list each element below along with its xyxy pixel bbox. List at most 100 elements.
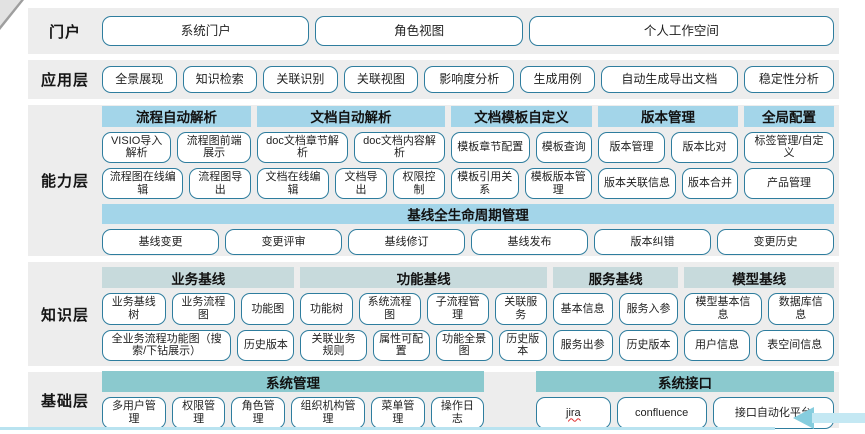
node-button[interactable]: 业务基线树 [102,293,166,325]
layer-label-foundation: 基础层 [40,392,89,410]
node-button[interactable]: 文档导出 [335,168,387,200]
node-button[interactable]: 历史版本 [618,329,679,361]
node-button[interactable]: 模板引用关系 [451,168,519,200]
layer-label-knowledge: 知识层 [40,306,89,324]
node-button[interactable]: 操作日志 [430,397,485,429]
node-button[interactable]: 表空间信息 [755,329,834,361]
node-button[interactable]: 历史版本 [498,329,547,361]
node-button[interactable]: 用户信息 [684,329,750,361]
node-button[interactable]: 生成用例 [520,66,595,93]
node-button[interactable]: 角色管理 [231,397,285,429]
layer-band-foundation: 基础层系统管理多用户管理权限管理角色管理组织机构管理菜单管理操作日志 系统接口 ji… [28,371,839,429]
node-button[interactable]: 权限管理 [171,397,226,429]
group-title: 版本管理 [598,105,738,127]
node-button[interactable]: 关联业务规则 [300,329,367,361]
bottom-line-decoration [0,427,775,430]
node-button[interactable]: 自动生成导出文档 [600,66,738,93]
node-button[interactable]: VISIO导入解析 [102,131,172,163]
node-button[interactable]: 关联视图 [343,66,419,93]
node-button[interactable]: 个人工作空间 [528,16,834,46]
node-button[interactable]: 版本合并 [682,168,738,200]
node-button[interactable]: 模板章节配置 [451,131,530,163]
group-title: 流程自动解析 [102,105,251,127]
node-button[interactable]: 基本信息 [552,293,613,325]
node-button[interactable]: 模型基本信息 [684,293,762,325]
node-button[interactable]: 系统门户 [102,16,310,46]
layer-content-knowledge: 业务基线业务基线树业务流程图功能图全业务流程功能图（搜索/下钻展示）历史版本功能… [102,262,834,366]
node-button[interactable]: 子流程管理 [426,293,489,325]
group-文档模板自定义: 文档模板自定义模板章节配置模板查询模板引用关系模板版本管理 [451,105,592,200]
node-button[interactable]: 版本比对 [671,131,738,163]
node-button[interactable]: 历史版本 [237,329,295,361]
group-title: 系统管理 [102,371,485,393]
node-button[interactable]: 版本管理 [598,131,665,163]
layer-band-knowledge: 知识层业务基线业务基线树业务流程图功能图全业务流程功能图（搜索/下钻展示）历史版… [28,262,839,366]
node-button[interactable]: 流程图导出 [189,168,251,200]
button-row: 流程图在线编辑流程图导出 [102,168,251,200]
node-button[interactable]: 关联识别 [263,66,338,93]
button-row: 业务基线树业务流程图功能图 [102,293,295,325]
node-button[interactable]: 组织机构管理 [290,397,366,429]
node-button[interactable]: 系统流程图 [358,293,421,325]
node-button[interactable]: confluence [616,397,707,429]
node-button[interactable]: 全景展现 [102,66,177,93]
node-button[interactable]: 属性可配置 [372,329,430,361]
node-button[interactable]: 多用户管理 [102,397,166,429]
node-button[interactable]: 模板版本管理 [524,168,592,200]
baseline-button-row: 基线变更变更评审基线修订基线发布版本纠错变更历史 [102,229,834,256]
node-button[interactable]: 文档在线编辑 [257,168,329,200]
node-button[interactable]: 全业务流程功能图（搜索/下钻展示） [102,329,232,361]
button-row: 全景展现知识检索关联识别关联视图影响度分析生成用例自动生成导出文档稳定性分析 [102,66,835,93]
node-button[interactable]: 基线发布 [471,229,588,256]
node-button[interactable]: 标签管理/自定义 [744,131,834,163]
node-button[interactable]: 版本关联信息 [598,168,676,200]
button-row: 多用户管理权限管理角色管理组织机构管理菜单管理操作日志 [102,397,485,429]
button-row: 文档在线编辑文档导出权限控制 [257,168,445,200]
layer-band-application: 应用层全景展现知识检索关联识别关联视图影响度分析生成用例自动生成导出文档稳定性分… [28,60,839,99]
node-button[interactable]: 功能图 [241,293,295,325]
node-button[interactable]: 业务流程图 [171,293,236,325]
group-流程自动解析: 流程自动解析 VISIO导入解析流程图前端展示流程图在线编辑流程图导出 [102,105,251,200]
node-button[interactable]: 模板查询 [535,131,592,163]
node-button[interactable]: 变更评审 [225,229,342,256]
node-button[interactable]: 变更历史 [717,229,834,256]
baseline-band-title: 基线全生命周期管理 [102,204,834,225]
group-title: 模型基线 [684,267,834,289]
layer-label-capability: 能力层 [40,173,89,190]
node-button[interactable]: jira [536,397,611,429]
node-button[interactable]: 数据库信息 [767,293,834,325]
node-button[interactable]: 菜单管理 [371,397,425,429]
node-button[interactable]: 稳定性分析 [743,66,835,93]
left-arrow-tail [812,413,865,423]
button-row: 模型基本信息数据库信息 [684,293,834,325]
node-button[interactable]: 服务入参 [618,293,679,325]
node-button[interactable]: 基线修订 [348,229,465,256]
node-button[interactable]: 基线变更 [102,229,219,256]
node-button[interactable]: 服务出参 [552,329,613,361]
node-button[interactable]: 关联服务 [494,293,547,325]
node-button[interactable]: 角色视图 [315,16,523,46]
node-button[interactable]: doc文档内容解析 [354,131,445,163]
node-button[interactable]: 功能全景图 [435,329,493,361]
node-button[interactable]: 流程图前端展示 [177,131,251,163]
node-button[interactable]: 产品管理 [744,168,834,200]
group-title: 文档自动解析 [257,105,445,127]
group-title: 服务基线 [552,267,679,289]
node-button[interactable]: 影响度分析 [424,66,515,93]
node-button[interactable]: 版本纠错 [594,229,711,256]
node-button[interactable]: 功能树 [300,293,353,325]
group-title: 系统接口 [536,371,834,393]
node-button[interactable]: 知识检索 [182,66,258,93]
button-row: 版本关联信息版本合并 [598,168,738,200]
node-button[interactable]: 权限控制 [393,168,445,200]
node-button[interactable]: doc文档章节解析 [257,131,348,163]
node-button[interactable]: 流程图在线编辑 [102,168,184,200]
